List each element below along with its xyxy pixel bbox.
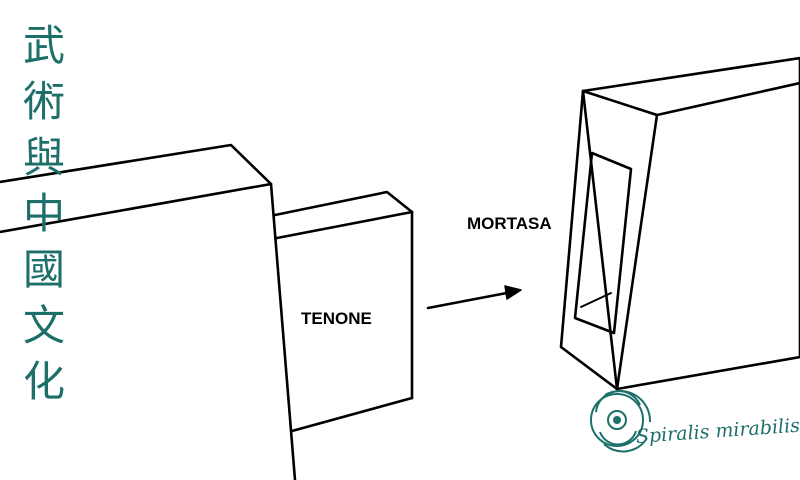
mortise-block [559, 56, 800, 391]
cjk-char: 術 [22, 77, 65, 126]
tenon-block [273, 190, 414, 433]
cjk-char: 與 [22, 133, 65, 182]
arrow [426, 285, 522, 310]
cjk-char: 中 [22, 189, 65, 238]
tenon-label: TENONE [301, 309, 372, 328]
vertical-calligraphy: 武 術 與 中 國 文 化 [18, 18, 70, 410]
cjk-char: 國 [22, 245, 65, 294]
cjk-char: 武 [22, 21, 65, 70]
cjk-char: 文 [22, 301, 65, 350]
spiral-logo-icon [590, 390, 652, 453]
mortise-label: MORTASA [467, 214, 552, 233]
cjk-char: 化 [22, 357, 65, 406]
